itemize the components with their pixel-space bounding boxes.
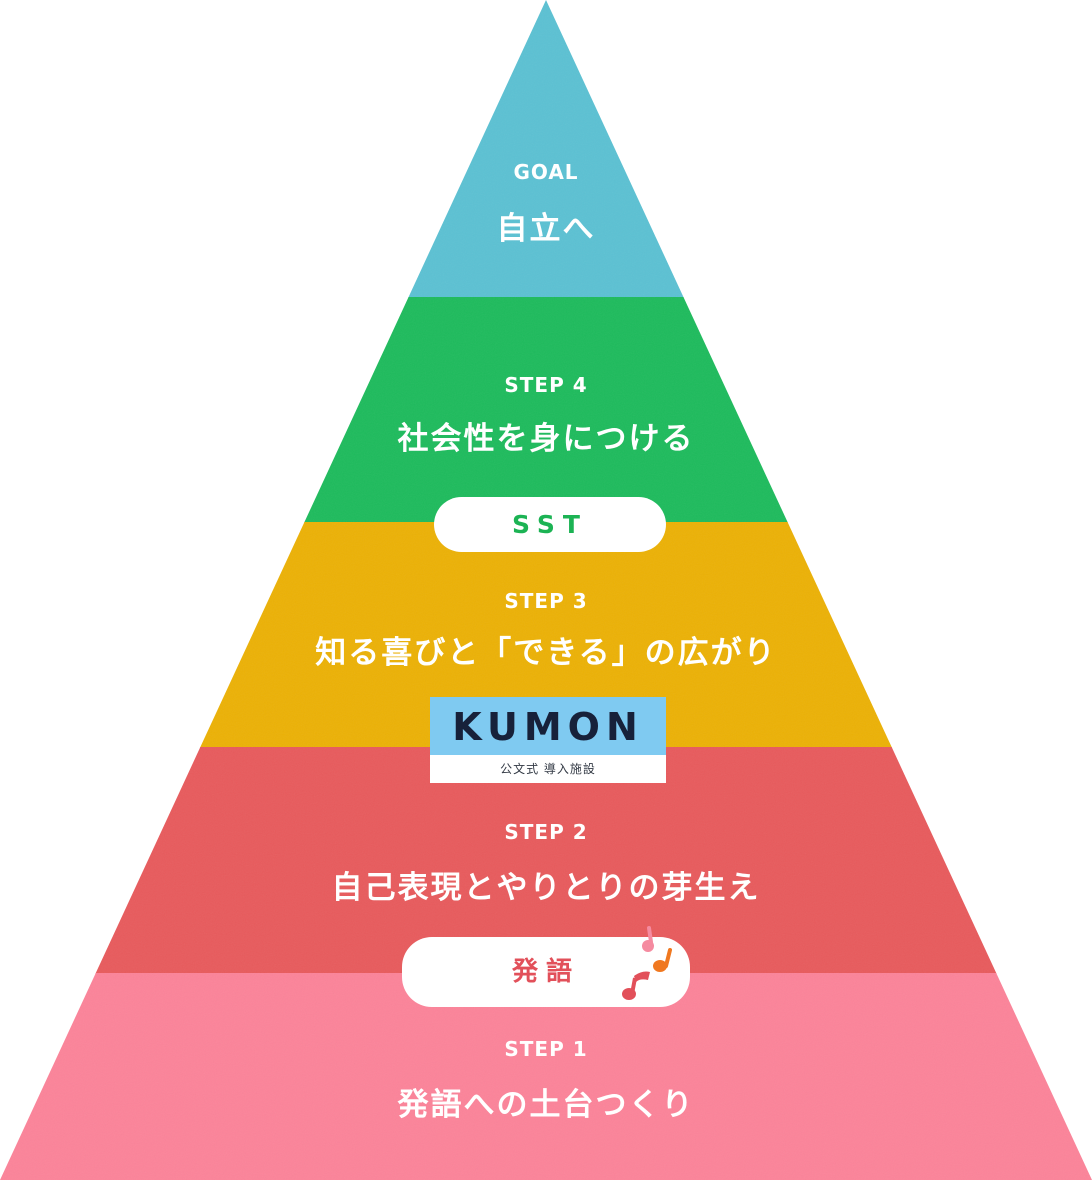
kumon-subtitle: 公文式 導入施設 xyxy=(500,762,596,776)
music-notes-icon xyxy=(622,926,672,1000)
step2-title: 自己表現とやりとりの芽生え xyxy=(331,870,761,906)
step3-label: STEP 3 xyxy=(504,589,588,613)
step4-label: STEP 4 xyxy=(504,373,588,397)
step2-label: STEP 2 xyxy=(504,820,588,844)
goal-step-label: GOAL xyxy=(513,160,579,184)
step4-title: 社会性を身につける xyxy=(397,421,695,457)
step1-title: 発語への土台つくり xyxy=(397,1087,695,1123)
step3-title: 知る喜びと「できる」の広がり xyxy=(315,635,777,671)
step1-label: STEP 1 xyxy=(504,1037,588,1061)
kumon-logo: KUMON xyxy=(430,697,666,755)
kumon-logo-badge: KUMON 公文式 導入施設 xyxy=(430,697,666,783)
goal-title: 自立へ xyxy=(496,211,596,247)
hatsugo-label: 発語 xyxy=(511,957,580,987)
sst-badge: SST xyxy=(434,497,666,552)
